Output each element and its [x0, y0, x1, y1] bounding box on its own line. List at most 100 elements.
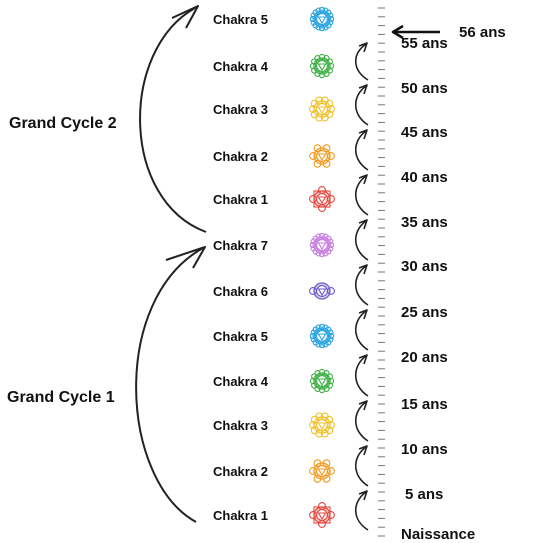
icon-petal — [309, 332, 317, 340]
grand-cycle-2-arrowhead — [171, 5, 199, 29]
icon-inner — [316, 330, 328, 342]
step-arrow — [354, 175, 369, 216]
icon-triangle — [317, 512, 327, 521]
chakra-label: Chakra 5 — [213, 329, 268, 344]
icon-square — [313, 506, 331, 524]
chakra-label: Chakra 6 — [213, 284, 268, 299]
chakra-label: Chakra 4 — [213, 374, 268, 389]
age-label: 50 ans — [401, 80, 448, 97]
step-arrowhead — [358, 354, 368, 365]
icon-inner — [316, 193, 328, 205]
step-arrow — [354, 220, 369, 261]
step-arrow — [354, 130, 369, 171]
icon-triangle — [317, 16, 327, 25]
step-arrow — [354, 401, 369, 442]
sacral-chakra-icon — [309, 459, 335, 483]
solar-plexus-chakra-icon — [309, 412, 335, 438]
age-label: 35 ans — [401, 214, 448, 231]
icon-inner — [316, 60, 328, 72]
chakra-label: Chakra 7 — [213, 238, 268, 253]
heart-chakra-icon — [309, 53, 335, 79]
icon-petal — [318, 250, 326, 258]
icon-square — [313, 190, 331, 208]
step-arrow — [354, 310, 369, 351]
chakra-label: Chakra 2 — [213, 149, 268, 164]
icon-inner — [316, 465, 328, 477]
icon-petal — [327, 241, 335, 249]
chakra-label: Chakra 4 — [213, 59, 268, 74]
current-age-arrowhead — [391, 24, 404, 40]
chakra-label: Chakra 2 — [213, 464, 268, 479]
step-arrowhead — [358, 84, 368, 95]
age-label: 55 ans — [401, 35, 448, 52]
throat-chakra-icon — [309, 323, 335, 349]
age-label: 15 ans — [401, 396, 448, 413]
age-label: 10 ans — [401, 441, 448, 458]
crown-chakra-icon — [309, 232, 335, 258]
icon-triangle — [317, 422, 327, 431]
step-arrowhead — [358, 309, 368, 320]
chakra-label: Chakra 3 — [213, 102, 268, 117]
chakra-label: Chakra 3 — [213, 418, 268, 433]
age-label: 40 ans — [401, 169, 448, 186]
icon-inner — [316, 285, 328, 297]
icon-inner — [316, 150, 328, 162]
root-chakra-icon — [309, 186, 335, 212]
icon-triangle — [317, 288, 327, 297]
step-arrowhead — [358, 219, 368, 230]
icon-inner — [316, 239, 328, 251]
sacral-chakra-icon — [309, 144, 335, 168]
icon-triangle — [317, 378, 327, 387]
icon-petal — [318, 323, 326, 331]
icon-triangle — [317, 333, 327, 342]
third-eye-chakra-icon — [309, 282, 335, 300]
icon-inner — [316, 509, 328, 521]
step-arrowhead — [358, 400, 368, 411]
step-arrow — [354, 491, 369, 531]
grand-cycle-2-label: Grand Cycle 2 — [9, 115, 117, 132]
icon-petal — [318, 6, 326, 14]
solar-plexus-chakra-icon — [309, 96, 335, 122]
icon-triangle — [317, 196, 327, 205]
icon-petal — [318, 24, 326, 32]
step-arrow — [354, 85, 369, 126]
icon-inner — [316, 103, 328, 115]
root-chakra-icon — [309, 502, 335, 528]
step-arrow — [354, 265, 369, 306]
grand-cycle-1-arrow — [135, 247, 204, 523]
current-age-label: 56 ans — [459, 24, 506, 41]
age-ruler — [378, 7, 385, 537]
icon-petal — [327, 15, 335, 23]
age-label: Naissance — [401, 526, 476, 543]
icon-petal — [327, 332, 335, 340]
icon-inner — [316, 13, 328, 25]
chakra-label: Chakra 5 — [213, 12, 268, 27]
age-label: 30 ans — [401, 258, 448, 275]
step-arrows — [354, 42, 369, 531]
icon-petal — [318, 232, 326, 240]
step-arrow — [354, 43, 369, 81]
step-arrowhead — [358, 174, 368, 185]
step-arrowhead — [358, 42, 368, 53]
grand-cycle-1-arrowhead — [165, 246, 206, 269]
icon-triangle — [317, 242, 327, 251]
step-arrowhead — [358, 264, 368, 275]
icon-petal — [309, 241, 317, 249]
step-arrow — [354, 446, 369, 487]
grand-cycle-2-arrow — [139, 7, 207, 233]
icon-triangle — [317, 63, 327, 72]
step-arrowhead — [358, 490, 368, 501]
heart-chakra-icon — [309, 368, 335, 394]
icon-inner — [316, 375, 328, 387]
icon-triangle — [317, 468, 327, 477]
step-arrow — [354, 355, 369, 397]
icon-triangle — [317, 106, 327, 115]
age-label: 25 ans — [401, 304, 448, 321]
step-arrowhead — [358, 445, 368, 456]
icon-triangle — [317, 153, 327, 162]
age-label: 20 ans — [401, 349, 448, 366]
icon-inner — [316, 419, 328, 431]
step-arrowhead — [358, 129, 368, 140]
